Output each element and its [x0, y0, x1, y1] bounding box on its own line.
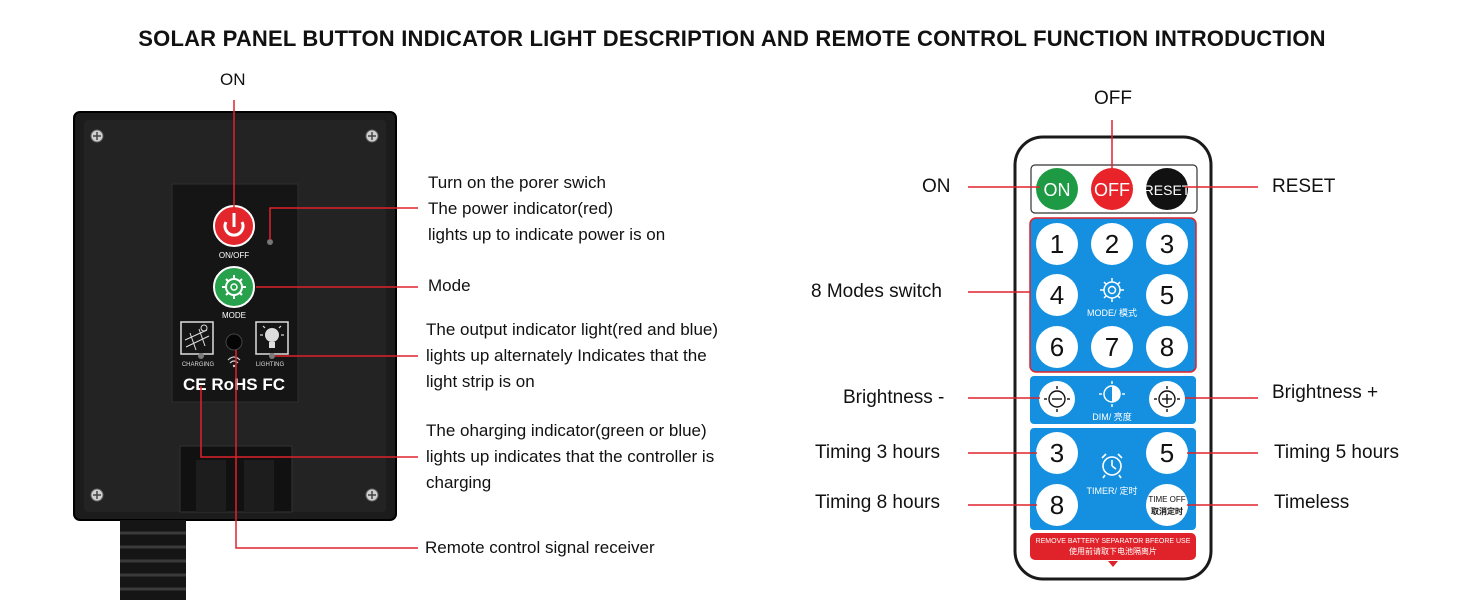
- mode-label-5: 5: [1160, 280, 1174, 310]
- remote-control: ON OFF RESET 1 2 3 4 5 6 7 8: [1013, 135, 1213, 581]
- mode-label-1: 1: [1050, 229, 1064, 259]
- charging-desc-line-2: lights up indicates that the controller …: [426, 447, 715, 466]
- mode-button-6[interactable]: [1036, 326, 1078, 368]
- off-button-text: OFF: [1094, 180, 1130, 200]
- power-callout-line: [269, 207, 418, 240]
- reset-button-text: RESET: [1144, 182, 1191, 198]
- power-desc-line-2: The power indicator(red): [428, 199, 614, 218]
- battery-text-2: 使用前请取下电池隔离片: [1069, 546, 1157, 556]
- half-sun-icon: [1099, 381, 1125, 407]
- power-desc-line-3: lights up to indicate power is on: [428, 225, 666, 244]
- timer-8-text: 8: [1050, 490, 1064, 520]
- mode-label: Mode: [428, 276, 471, 295]
- timeless-label: Timeless: [1274, 492, 1350, 513]
- power-desc-line-1: Turn on the porer swich: [428, 173, 606, 192]
- remote-off-label: OFF: [1094, 88, 1132, 109]
- receiver-callout-line: [235, 350, 418, 549]
- charging-caption: CHARGING: [182, 362, 215, 368]
- mode-label-6: 6: [1050, 332, 1064, 362]
- power-indicator-led: [267, 239, 273, 245]
- controller-on-label: ON: [220, 70, 246, 89]
- power-description: Turn on the porer swich The power indica…: [428, 170, 665, 248]
- output-desc-line-3: light strip is on: [426, 372, 535, 391]
- mode-label-3: 3: [1160, 229, 1174, 259]
- controller-callouts: [200, 100, 418, 549]
- mode-button-2[interactable]: [1091, 223, 1133, 265]
- onoff-caption: ON/OFF: [219, 251, 249, 260]
- output-desc-line-2: lights up alternately Indicates that the: [426, 346, 707, 365]
- charging-desc-line-3: charging: [426, 473, 492, 492]
- mode-label-2: 2: [1105, 229, 1119, 259]
- timing5-label: Timing 5 hours: [1274, 442, 1399, 463]
- timer-3-button[interactable]: [1036, 432, 1078, 474]
- battery-separator-tab: [1030, 533, 1196, 560]
- mode-button-5[interactable]: [1146, 274, 1188, 316]
- mode-button-7[interactable]: [1091, 326, 1133, 368]
- charging-indicator-led: [198, 353, 204, 359]
- time-off-text-2: 取消定时: [1151, 506, 1183, 516]
- modes-switch-label: 8 Modes switch: [811, 281, 942, 302]
- mode-button-icon[interactable]: [213, 266, 255, 308]
- battery-text-1: REMOVE BATTERY SEPARATOR BFEORE USE: [1036, 538, 1191, 545]
- lighting-caption: LIGHTING: [256, 362, 285, 368]
- remote-on-button[interactable]: [1036, 168, 1078, 210]
- mode-caption-text: MODE/ 模式: [1087, 307, 1137, 318]
- remote-reset-button[interactable]: [1146, 168, 1188, 210]
- remote-on-label: ON: [922, 176, 951, 197]
- ir-receiver: [225, 333, 243, 351]
- receiver-label: Remote control signal receiver: [425, 538, 655, 557]
- timer-3-text: 3: [1050, 438, 1064, 468]
- timer-caption-text: TIMER/ 定时: [1087, 485, 1138, 496]
- timing8-label: Timing 8 hours: [815, 492, 940, 513]
- charging-desc-line-1: The oharging indicator(green or blue): [426, 421, 707, 440]
- certification-marks: CE RoHS FC: [183, 375, 285, 394]
- output-indicator-led: [269, 353, 275, 359]
- mode-button-1[interactable]: [1036, 223, 1078, 265]
- timer-5-text: 5: [1160, 438, 1174, 468]
- timing3-label: Timing 3 hours: [815, 442, 940, 463]
- timer-5-button[interactable]: [1146, 432, 1188, 474]
- controller-device: ON/OFF MODE CHARGING: [73, 111, 397, 600]
- alarm-clock-icon: [1101, 453, 1123, 479]
- output-description: The output indicator light(red and blue)…: [426, 317, 718, 395]
- page-title: SOLAR PANEL BUTTON INDICATOR LIGHT DESCR…: [138, 26, 1326, 51]
- time-off-button[interactable]: [1146, 484, 1188, 526]
- wifi-icon: [227, 356, 241, 361]
- mode-label-8: 8: [1160, 332, 1174, 362]
- mode-label-7: 7: [1105, 332, 1119, 362]
- time-off-text-1: TIME OFF: [1148, 495, 1185, 504]
- power-symbol-icon: [223, 221, 245, 237]
- remote-callouts: [968, 120, 1258, 506]
- dim-caption-text: DIM/ 亮度: [1092, 411, 1132, 422]
- sun-plus-icon: [1158, 390, 1176, 408]
- sun-minus-icon: [1048, 390, 1066, 408]
- brightness-plus-label: Brightness +: [1272, 382, 1379, 403]
- charging-callout-line: [200, 386, 418, 458]
- mode-caption: MODE: [222, 311, 246, 320]
- mode-label-4: 4: [1050, 280, 1064, 310]
- remote-off-button[interactable]: [1091, 168, 1133, 210]
- gear-icon: [1100, 278, 1124, 302]
- mode-buttons: [1036, 223, 1188, 368]
- brightness-minus-label: Brightness -: [843, 387, 945, 408]
- charging-description: The oharging indicator(green or blue) li…: [426, 418, 714, 496]
- mode-button-8[interactable]: [1146, 326, 1188, 368]
- solar-panel-icon: [180, 321, 214, 355]
- output-desc-line-1: The output indicator light(red and blue): [426, 320, 719, 339]
- timer-8-button[interactable]: [1036, 484, 1078, 526]
- mode-button-3[interactable]: [1146, 223, 1188, 265]
- remote-reset-label: RESET: [1272, 176, 1336, 197]
- mode-button-4[interactable]: [1036, 274, 1078, 316]
- down-arrow-icon: [1108, 561, 1118, 567]
- on-button-text: ON: [1044, 180, 1071, 200]
